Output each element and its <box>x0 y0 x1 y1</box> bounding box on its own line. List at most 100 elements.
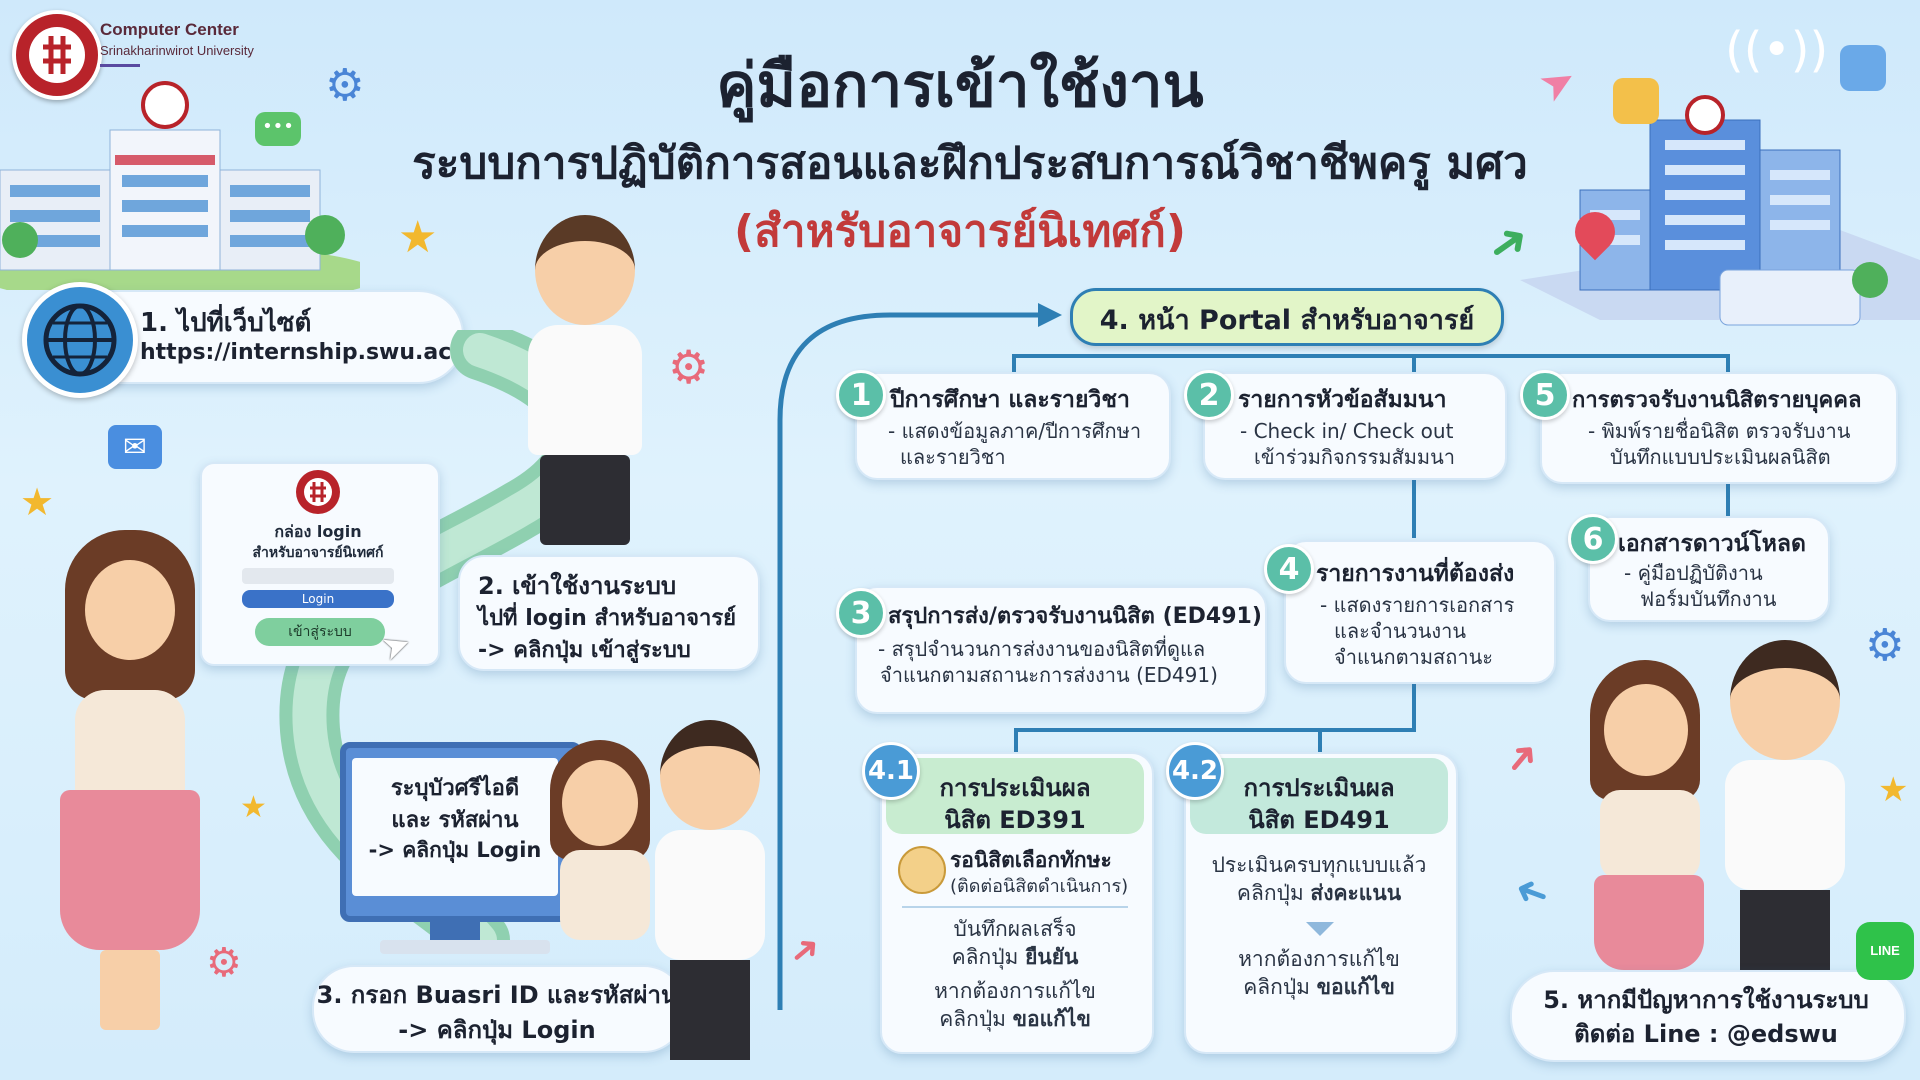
box1-number: 1 <box>836 370 886 420</box>
gear-icon: ⚙ <box>325 60 365 111</box>
step5-card <box>1510 970 1906 1062</box>
box2-title: รายการหัวข้อสัมมนา <box>1238 387 1447 413</box>
connector <box>1726 480 1730 518</box>
box1-title: ปีการศึกษา และรายวิชา <box>890 387 1130 413</box>
box5-line1: - พิมพ์รายชื่อนิสิต ตรวจรับงาน <box>1588 419 1851 443</box>
eval42-title2: นิสิต ED491 <box>1248 806 1390 834</box>
login-button[interactable]: Login <box>242 590 394 608</box>
eval41-note2: (ติดต่อนิสิตดำเนินการ) <box>950 876 1129 897</box>
monitor-line1: ระบุบัวศรีไอดี <box>390 776 520 801</box>
request-edit-button-label-2: ขอแก้ไข <box>1316 975 1395 999</box>
logo-line2: Srinakharinwirot University <box>100 43 254 58</box>
box5-number: 5 <box>1520 370 1570 420</box>
globe-icon <box>22 282 138 398</box>
portal-box-seminar-topics[interactable] <box>1203 372 1507 480</box>
pink-arrow-icon-2: ➜ <box>1493 730 1551 786</box>
box4-line2: และจำนวนงาน <box>1334 619 1467 643</box>
box4-title: รายการงานที่ต้องส่ง <box>1316 561 1515 587</box>
page-title: คู่มือการเข้าใช้งาน <box>716 51 1204 121</box>
eval41-step3: หากต้องการแก้ไข <box>934 979 1096 1003</box>
box1-line2: และรายวิชา <box>900 445 1006 469</box>
logo-emblem-icon <box>29 27 85 83</box>
login-username-field[interactable] <box>242 568 394 584</box>
box4-number: 4 <box>1264 544 1314 594</box>
students-couple-right-illustration <box>1580 640 1880 970</box>
students-couple-illustration <box>540 720 790 1060</box>
portal-box-academic-year[interactable] <box>855 372 1171 480</box>
request-edit-button-label: ขอแก้ไข <box>1012 1007 1091 1031</box>
portal-title-pill <box>1070 288 1504 346</box>
connector <box>1412 680 1416 732</box>
step2-title: 2. เข้าใช้งานระบบ <box>478 572 677 600</box>
box4-line1: - แสดงรายการเอกสาร <box>1320 593 1515 617</box>
portal-box-ed491-summary[interactable] <box>855 586 1267 714</box>
eval41-step2: คลิกปุ่ม ยืนยัน <box>951 945 1079 969</box>
monitor-line3: -> คลิกปุ่ม Login <box>368 838 542 862</box>
box5-line2: บันทึกแบบประเมินผลนิสิต <box>1610 445 1831 469</box>
star-icon: ★ <box>398 212 438 263</box>
university-logo <box>12 10 102 100</box>
keyboard-illustration <box>380 940 550 954</box>
step3-line1: 3. กรอก Buasri ID และรหัสผ่าน <box>316 981 678 1009</box>
star-icon-2: ★ <box>20 480 55 524</box>
eval-ed391-header <box>886 758 1144 834</box>
connector <box>1014 728 1416 732</box>
monitor-screen <box>352 758 558 896</box>
step1-label: 1. ไปที่เว็บไซต์ <box>140 308 312 338</box>
box6-line2: ฟอร์มบันทึกงาน <box>1640 587 1777 611</box>
eval41-step4: คลิกปุ่ม ขอแก้ไข <box>939 1007 1091 1031</box>
step1-url-link[interactable]: https://internship.swu.ac.th <box>140 340 486 365</box>
connector <box>1726 354 1730 376</box>
page-subtitle: ระบบการปฏิบัติการสอนและฝึกประสบการณ์วิชา… <box>412 138 1528 189</box>
star-icon-4: ★ <box>1878 770 1909 810</box>
box3-title: สรุปการส่ง/ตรวจรับงานนิสิต (ED491) <box>888 604 1262 629</box>
box2-number: 2 <box>1184 370 1234 420</box>
submit-score-button-label: ส่งคะแนน <box>1310 881 1402 905</box>
box3-line1: - สรุปจำนวนการส่งงานของนิสิตที่ดูแล <box>878 637 1206 661</box>
step2-line2: ไปที่ login สำหรับอาจารย์ <box>478 606 737 631</box>
campus-buildings-left-illustration <box>0 81 360 290</box>
eval41-divider <box>902 906 1128 908</box>
connector <box>1012 354 1016 376</box>
box3-number: 3 <box>836 588 886 638</box>
box1-line1: - แสดงข้อมูลภาค/ปีการศึกษา <box>888 419 1142 443</box>
eval41-note1: รอนิสิตเลือกทักษะ <box>950 848 1112 872</box>
line-app-icon[interactable]: LINE <box>1856 922 1914 980</box>
box6-number: 6 <box>1568 514 1618 564</box>
monitor-line2: และ รหัสผ่าน <box>391 808 519 833</box>
eval42-step2: คลิกปุ่ม ส่งคะแนน <box>1236 881 1402 905</box>
teacher-woman-illustration <box>30 530 230 1030</box>
box2-line1: - Check in/ Check out <box>1240 419 1454 443</box>
eval42-title1: การประเมินผล <box>1243 774 1395 802</box>
blue-arrow-icon: ➜ <box>1508 865 1556 921</box>
connector <box>1318 728 1322 752</box>
eval42-step1: ประเมินครบทุกแบบแล้ว <box>1211 853 1427 877</box>
teacher-man-pointing-illustration <box>510 215 660 545</box>
star-icon-3: ★ <box>240 790 267 825</box>
eval42-number: 4.2 <box>1166 742 1224 800</box>
portal-title: 4. หน้า Portal สำหรับอาจารย์ <box>1099 305 1475 336</box>
eval41-step1: บันทึกผลเสร็จ <box>953 917 1077 941</box>
user-profile-icon-2 <box>1840 45 1886 91</box>
box6-line1: - คู่มือปฏิบัติงาน <box>1624 561 1763 585</box>
portal-box-pending-tasks[interactable] <box>1284 540 1556 684</box>
eval42-step3: หากต้องการแก้ไข <box>1238 947 1400 971</box>
eval41-number: 4.1 <box>862 742 920 800</box>
down-arrow-icon <box>1306 922 1334 936</box>
envelope-icon: ✉ <box>108 425 162 469</box>
connector <box>1412 476 1416 538</box>
logo-line1: Computer Center <box>100 20 239 39</box>
step3-line2: -> คลิกปุ่ม Login <box>398 1016 596 1044</box>
step5-line2: ติดต่อ Line : @edswu <box>1574 1020 1838 1048</box>
portal-box-individual-review[interactable] <box>1540 372 1898 484</box>
login-box-subtitle: สำหรับอาจารย์นิเทศก์ <box>252 545 384 561</box>
login-box-logo <box>296 470 340 514</box>
enter-system-button[interactable]: เข้าสู่ระบบ <box>255 618 385 646</box>
eval41-title2: นิสิต ED391 <box>944 806 1086 834</box>
portal-arrow-connector <box>777 303 1062 1010</box>
step2-line3: -> คลิกปุ่ม เข้าสู่ระบบ <box>478 638 691 663</box>
step3-card <box>312 965 686 1053</box>
eval41-title1: การประเมินผล <box>939 774 1091 802</box>
portal-box-downloads[interactable] <box>1588 516 1830 622</box>
box5-title: การตรวจรับงานนิสิตรายบุคคล <box>1572 388 1862 413</box>
